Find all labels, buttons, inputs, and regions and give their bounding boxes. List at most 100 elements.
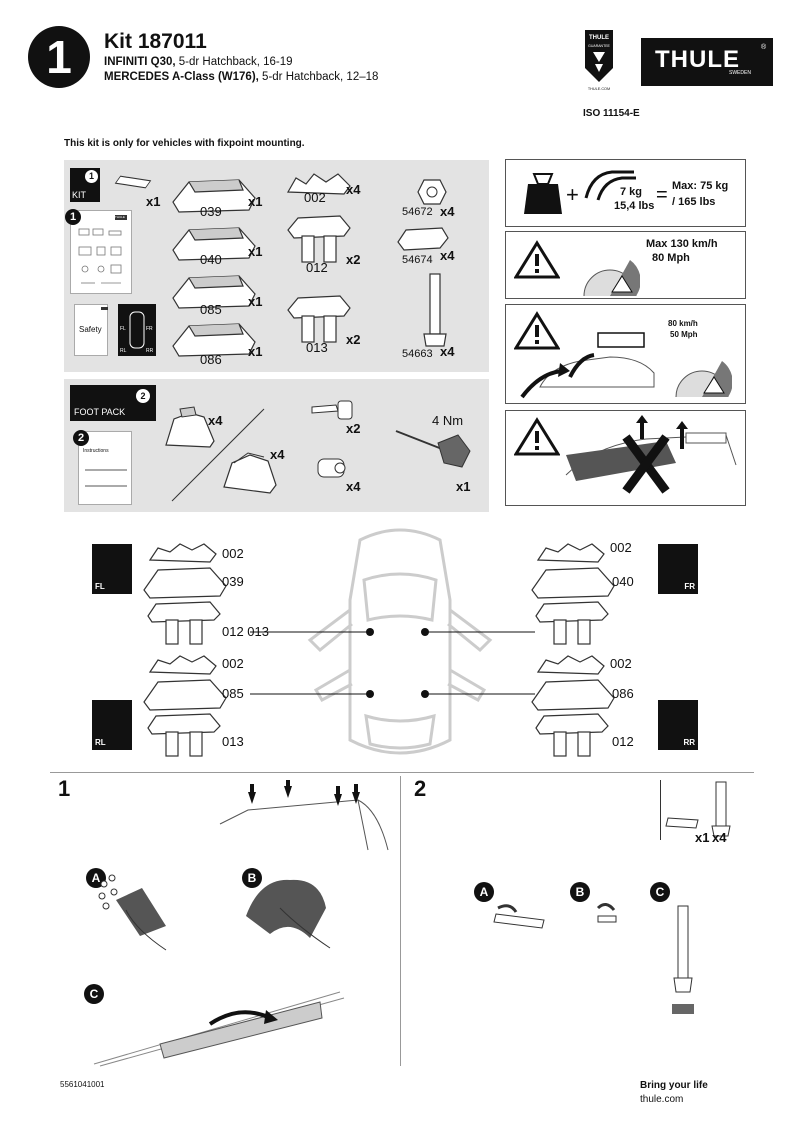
step-1-b: B	[242, 868, 262, 888]
fl-thumb-label: FL	[95, 582, 105, 591]
bolt-assembly-illustration	[672, 905, 694, 1014]
lock-cylinder-icon	[317, 458, 346, 478]
torque-value: 4 Nm	[432, 413, 464, 428]
tool-qty: x1	[456, 479, 471, 494]
code-039: 039	[200, 204, 222, 219]
guarantee-bottom: THULE.COM	[588, 87, 610, 91]
plus-sign: +	[566, 182, 579, 207]
vehicle-2-make: MERCEDES A-Class (W176),	[104, 71, 259, 83]
code-54674: 54674	[402, 254, 433, 266]
thule-logo: THULE SWEDEN ®	[641, 38, 773, 86]
roof-bars-icon	[584, 170, 636, 201]
kit-label: KIT	[72, 190, 87, 200]
foot-pack-label: FOOT PACK	[74, 407, 126, 417]
prohibited-load-illustration	[565, 415, 737, 494]
footpads-column	[172, 179, 256, 357]
sheet-brand: THULE	[115, 215, 127, 220]
fl-stack-parts	[143, 543, 227, 645]
code-54672: 54672	[402, 206, 433, 218]
footer-tagline: Bring your life	[640, 1080, 708, 1091]
fr-stack-parts	[531, 543, 615, 645]
rl-code-mid: 085	[222, 686, 244, 701]
part-54672	[417, 179, 447, 205]
code-54663: 54663	[402, 348, 433, 360]
steps-divider	[50, 772, 754, 773]
code-013: 013	[306, 340, 328, 355]
kit-label-box: 1 KIT	[70, 168, 100, 202]
vehicle-1-make: INFINITI Q30,	[104, 56, 176, 68]
instructions-label: Instructions	[83, 448, 109, 454]
position-card: FL FR RL RR	[118, 304, 156, 356]
card-fr: FR	[146, 326, 153, 332]
code-040: 040	[200, 252, 222, 267]
part-012	[287, 215, 351, 263]
warning-triangle-icon-3	[514, 417, 560, 456]
instruction-sheet-1: 1 THULE	[65, 209, 132, 294]
code-085: 085	[200, 302, 222, 317]
step-badge: 1	[28, 26, 90, 88]
code-086: 086	[200, 352, 222, 367]
kit-badge: 1	[85, 170, 98, 183]
equals-sign: =	[656, 184, 668, 206]
qty-012: x2	[346, 252, 361, 267]
weight-limit-box: + 7 kg 15,4 lbs = Max: 75 kg / 165 lbs	[505, 159, 746, 227]
front-bottom-codes: 012 013	[222, 624, 269, 639]
guarantee-seal: THULE GUARANTEE THULE.COM	[583, 28, 615, 92]
qty-086: x1	[248, 344, 263, 359]
part-002	[286, 173, 351, 195]
speed-mph: 80 Mph	[652, 252, 690, 264]
vehicle-line-1: INFINITI Q30, 5-dr Hatchback, 16-19	[104, 56, 293, 68]
guarantee-mid: GUARANTEE	[588, 44, 610, 48]
fixpoint-cover-illustration	[93, 991, 345, 1067]
instruction-sheet-2: 2 Instructions	[73, 430, 132, 505]
rr-code-mid: 086	[612, 686, 634, 701]
foot-2-qty: x4	[270, 447, 285, 462]
registered-mark: ®	[761, 44, 767, 51]
qty-002: x4	[346, 182, 361, 197]
card-rl: RL	[120, 348, 127, 354]
rr-thumb-label: RR	[683, 738, 695, 747]
rubber-pad	[114, 175, 152, 189]
rl-code-top: 002	[222, 656, 244, 671]
step-2-vertical-line	[660, 780, 661, 840]
step-2-b: B	[570, 882, 590, 902]
rr-code-bottom: 012	[612, 734, 634, 749]
code-002: 002	[304, 190, 326, 205]
no-flat-load-box	[505, 410, 746, 506]
foot-1-qty: x4	[208, 413, 223, 428]
footer-url[interactable]: thule.com	[640, 1094, 684, 1105]
foot-pack-panel: 2 FOOT PACK 2 Instructions x4 x4 x2 x4 4…	[64, 379, 489, 512]
kit-title: Kit 187011	[104, 30, 207, 53]
roof-cleaning-points	[219, 780, 389, 851]
torque-tool-icon	[395, 430, 471, 468]
part-013	[287, 295, 351, 343]
fr-thumbnail: FR	[658, 544, 698, 594]
safety-sheet-logo	[101, 307, 108, 310]
loaded-speed-box: 80 km/h 50 Mph	[505, 304, 746, 404]
steps-column-divider	[400, 776, 401, 1066]
max-kg: Max: 75 kg	[672, 180, 729, 192]
code-012: 012	[306, 260, 328, 275]
sheet-diagram	[78, 228, 122, 284]
weight-kg: 7 kg	[620, 186, 643, 198]
weight-icon	[524, 173, 562, 214]
peel-pad-illustration	[493, 904, 545, 929]
kit-contents-panel: 1 KIT 1 THULE Safety FL FR RL RR x1	[64, 160, 489, 372]
load-mph: 50 Mph	[670, 330, 698, 339]
safety-label: Safety	[79, 325, 102, 334]
iso-standard: ISO 11154-E	[583, 108, 640, 119]
dry-surface-illustration	[246, 879, 331, 949]
safety-sheet: Safety	[74, 304, 108, 356]
fr-code-top: 002	[610, 540, 632, 555]
foot-type-2	[223, 452, 277, 494]
qty-085: x1	[248, 294, 263, 309]
qty-54672: x4	[440, 204, 455, 219]
rr-thumbnail: RR	[658, 700, 698, 750]
rl-stack-parts	[143, 655, 227, 757]
qty-013: x2	[346, 332, 361, 347]
fl-code-top: 002	[222, 546, 244, 561]
fl-code-mid: 039	[222, 574, 244, 589]
qty-040: x1	[248, 244, 263, 259]
fl-thumbnail: FL	[92, 544, 132, 594]
step-2-qty-a: x1	[695, 830, 710, 845]
